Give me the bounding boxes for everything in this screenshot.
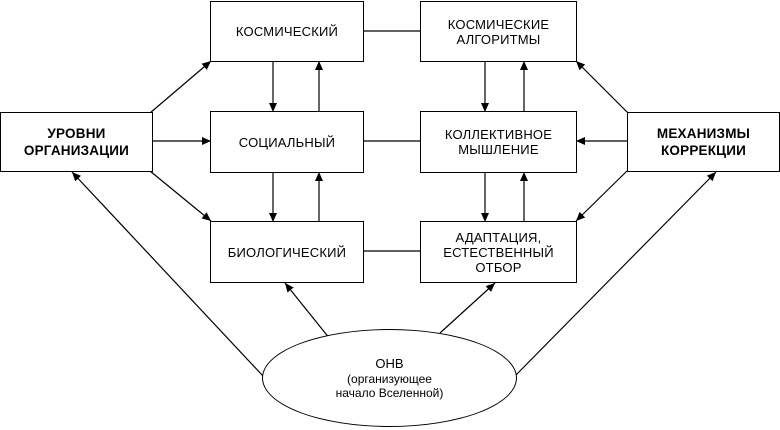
node-collective-thinking: КОЛЛЕКТИВНОЕ МЫШЛЕНИЕ	[420, 111, 577, 173]
node-cosmic-algorithms-label: КОСМИЧЕСКИЕ АЛГОРИТМЫ	[447, 16, 550, 47]
node-cosmic-algorithms: КОСМИЧЕСКИЕ АЛГОРИТМЫ	[420, 1, 577, 62]
node-adaptation-label: АДАПТАЦИЯ, ЕСТЕСТВЕННЫЙ ОТБОР	[443, 229, 554, 275]
arrow-onv-to-adaptation	[439, 282, 496, 334]
arrow-onv-to-biological	[284, 282, 331, 340]
node-biological: БИОЛОГИЧЕСКИЙ	[210, 221, 364, 283]
arrow-onv-to-mechanisms	[514, 171, 717, 377]
node-mechanisms-label: МЕХАНИЗМЫ КОРРЕКЦИИ	[656, 126, 751, 158]
node-social-label: СОЦИАЛЬНЫЙ	[238, 134, 336, 150]
arrow-levels-to-cosmic	[149, 60, 212, 114]
node-levels-label: УРОВНИ ОРГАНИЗАЦИИ	[23, 126, 130, 158]
arrow-mechanisms-to-adaptation	[575, 169, 629, 222]
node-onv: ОНВ (организующее начало Вселенной)	[262, 329, 517, 427]
node-collective-thinking-label: КОЛЛЕКТИВНОЕ МЫШЛЕНИЕ	[444, 127, 553, 157]
node-adaptation: АДАПТАЦИЯ, ЕСТЕСТВЕННЫЙ ОТБОР	[420, 221, 577, 283]
node-correction-mechanisms: МЕХАНИЗМЫ КОРРЕКЦИИ	[627, 112, 780, 172]
node-social: СОЦИАЛЬНЫЙ	[210, 111, 364, 173]
node-levels-of-organization: УРОВНИ ОРГАНИЗАЦИИ	[0, 112, 153, 172]
node-onv-title: ОНВ	[375, 356, 404, 371]
node-onv-subtitle: (организующее начало Вселенной)	[335, 372, 444, 400]
arrow-onv-to-levels	[71, 171, 264, 377]
node-cosmic: КОСМИЧЕСКИЙ	[210, 1, 364, 62]
arrow-levels-to-biological	[149, 170, 212, 222]
node-cosmic-label: КОСМИЧЕСКИЙ	[235, 24, 339, 39]
arrow-mechanisms-to-algorithms	[575, 60, 629, 114]
node-biological-label: БИОЛОГИЧЕСКИЙ	[227, 244, 347, 260]
